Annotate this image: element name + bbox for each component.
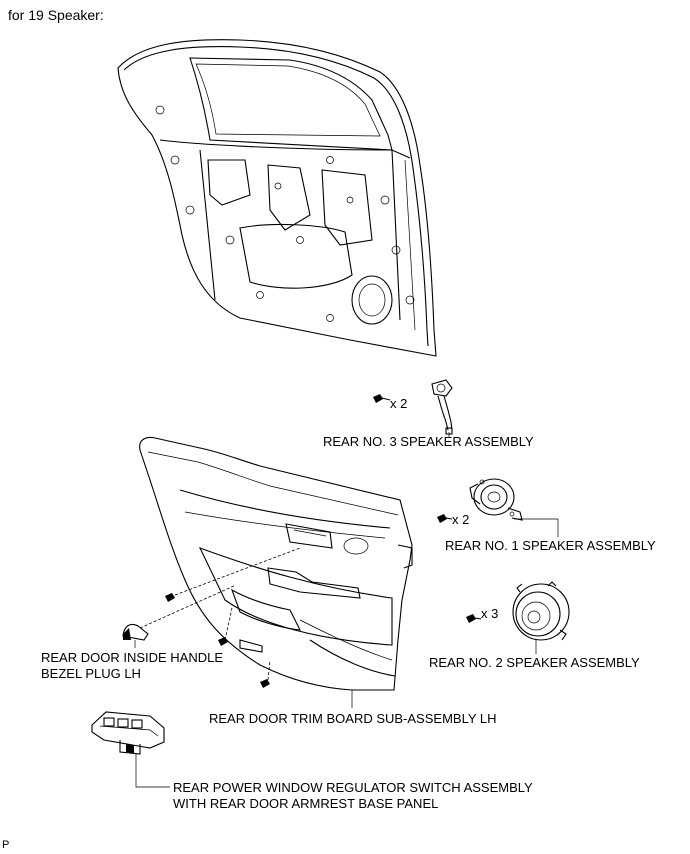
label-bezel-plug-line2: BEZEL PLUG LH — [41, 666, 141, 681]
screw-qty-no2: x 3 — [481, 606, 499, 621]
window-switch-drawing — [91, 711, 165, 755]
label-rear-no3-speaker: REAR NO. 3 SPEAKER ASSEMBLY — [323, 434, 534, 449]
leader-lines — [134, 432, 559, 788]
door-inner-panel — [117, 39, 437, 357]
trim-board-drawing — [122, 436, 413, 691]
label-switch-line1: REAR POWER WINDOW REGULATOR SWITCH ASSEM… — [173, 780, 533, 795]
screw-qty-no1: x 2 — [452, 512, 470, 527]
rear-no3-speaker-drawing — [373, 379, 453, 435]
screw-qty-no3: x 2 — [390, 396, 408, 411]
rear-no1-speaker-drawing — [437, 478, 523, 523]
diagram-title: for 19 Speaker: — [8, 7, 104, 23]
rear-no2-speaker-drawing — [466, 581, 570, 641]
label-trim-board: REAR DOOR TRIM BOARD SUB-ASSEMBLY LH — [209, 711, 497, 726]
figure-code: P — [2, 839, 10, 851]
label-bezel-plug-line1: REAR DOOR INSIDE HANDLE — [41, 650, 224, 665]
label-switch-line2: WITH REAR DOOR ARMREST BASE PANEL — [173, 796, 439, 811]
label-rear-no2-speaker: REAR NO. 2 SPEAKER ASSEMBLY — [429, 655, 640, 670]
label-rear-no1-speaker: REAR NO. 1 SPEAKER ASSEMBLY — [445, 538, 656, 553]
